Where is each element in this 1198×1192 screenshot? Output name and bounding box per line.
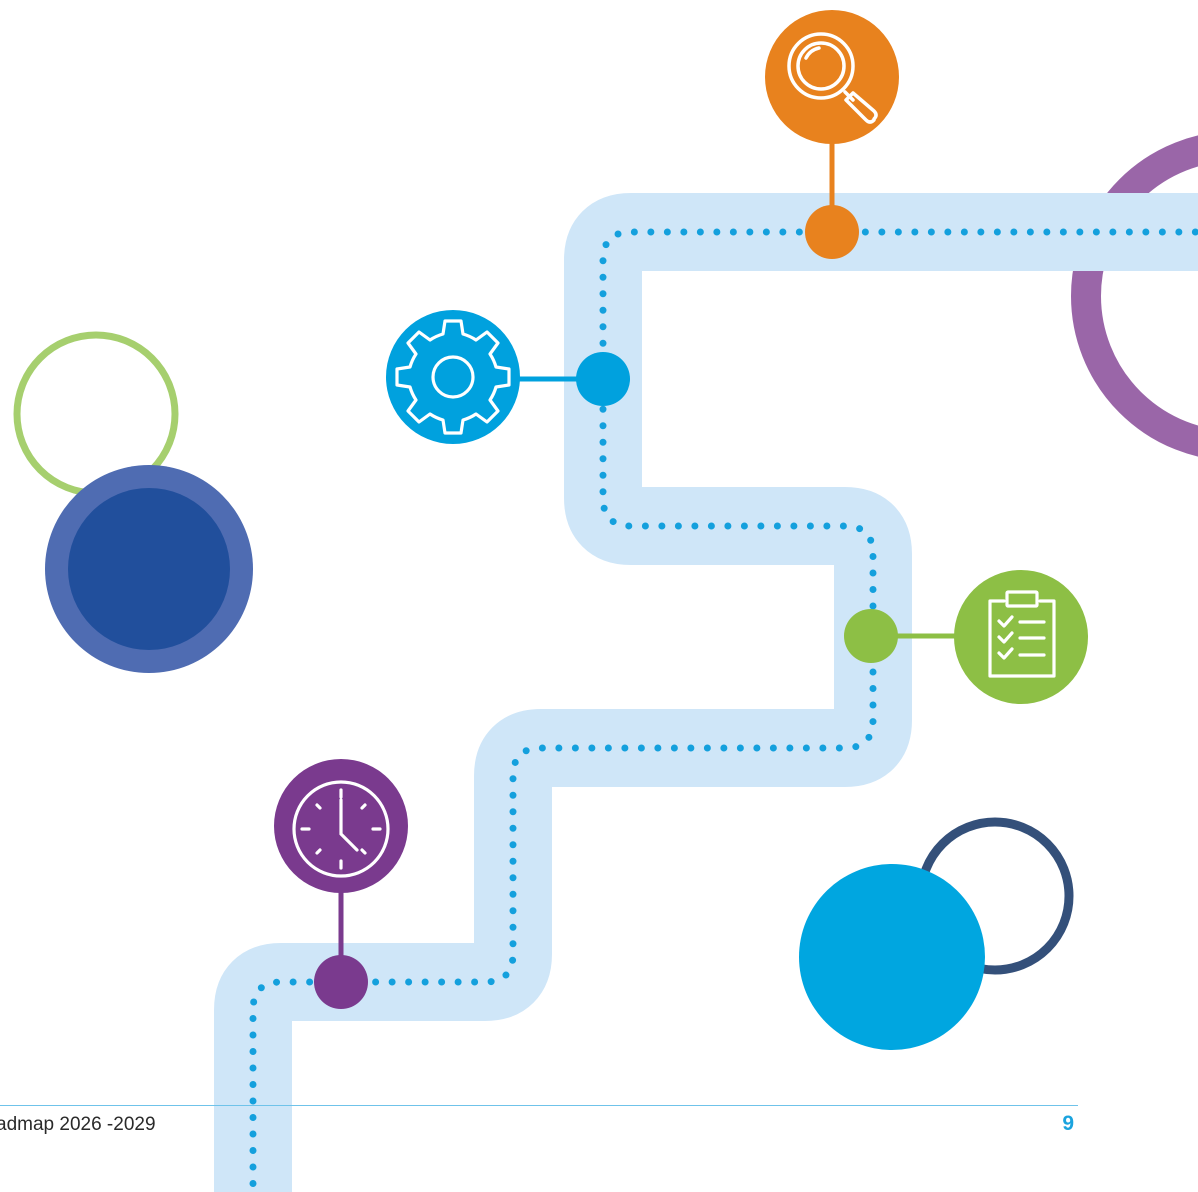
roadmap-road	[214, 193, 1198, 1192]
clipboard-checklist-icon	[988, 590, 1056, 678]
footer-divider	[0, 1105, 1078, 1106]
milestone-search	[765, 10, 899, 259]
clock-icon	[292, 780, 390, 878]
milestone-clock	[274, 759, 408, 1009]
blue-circle-decoration	[799, 864, 985, 1050]
purple-ring-decoration	[1071, 135, 1198, 457]
magnifier-icon	[787, 32, 878, 124]
milestone-checklist	[844, 570, 1088, 704]
page-number: 9	[1062, 1112, 1074, 1135]
gear-icon	[395, 319, 511, 435]
milestone-gear	[386, 310, 630, 444]
navy-inner-circle-decoration	[68, 488, 230, 650]
footer-document-title: admap 2026 -2029	[0, 1114, 156, 1135]
